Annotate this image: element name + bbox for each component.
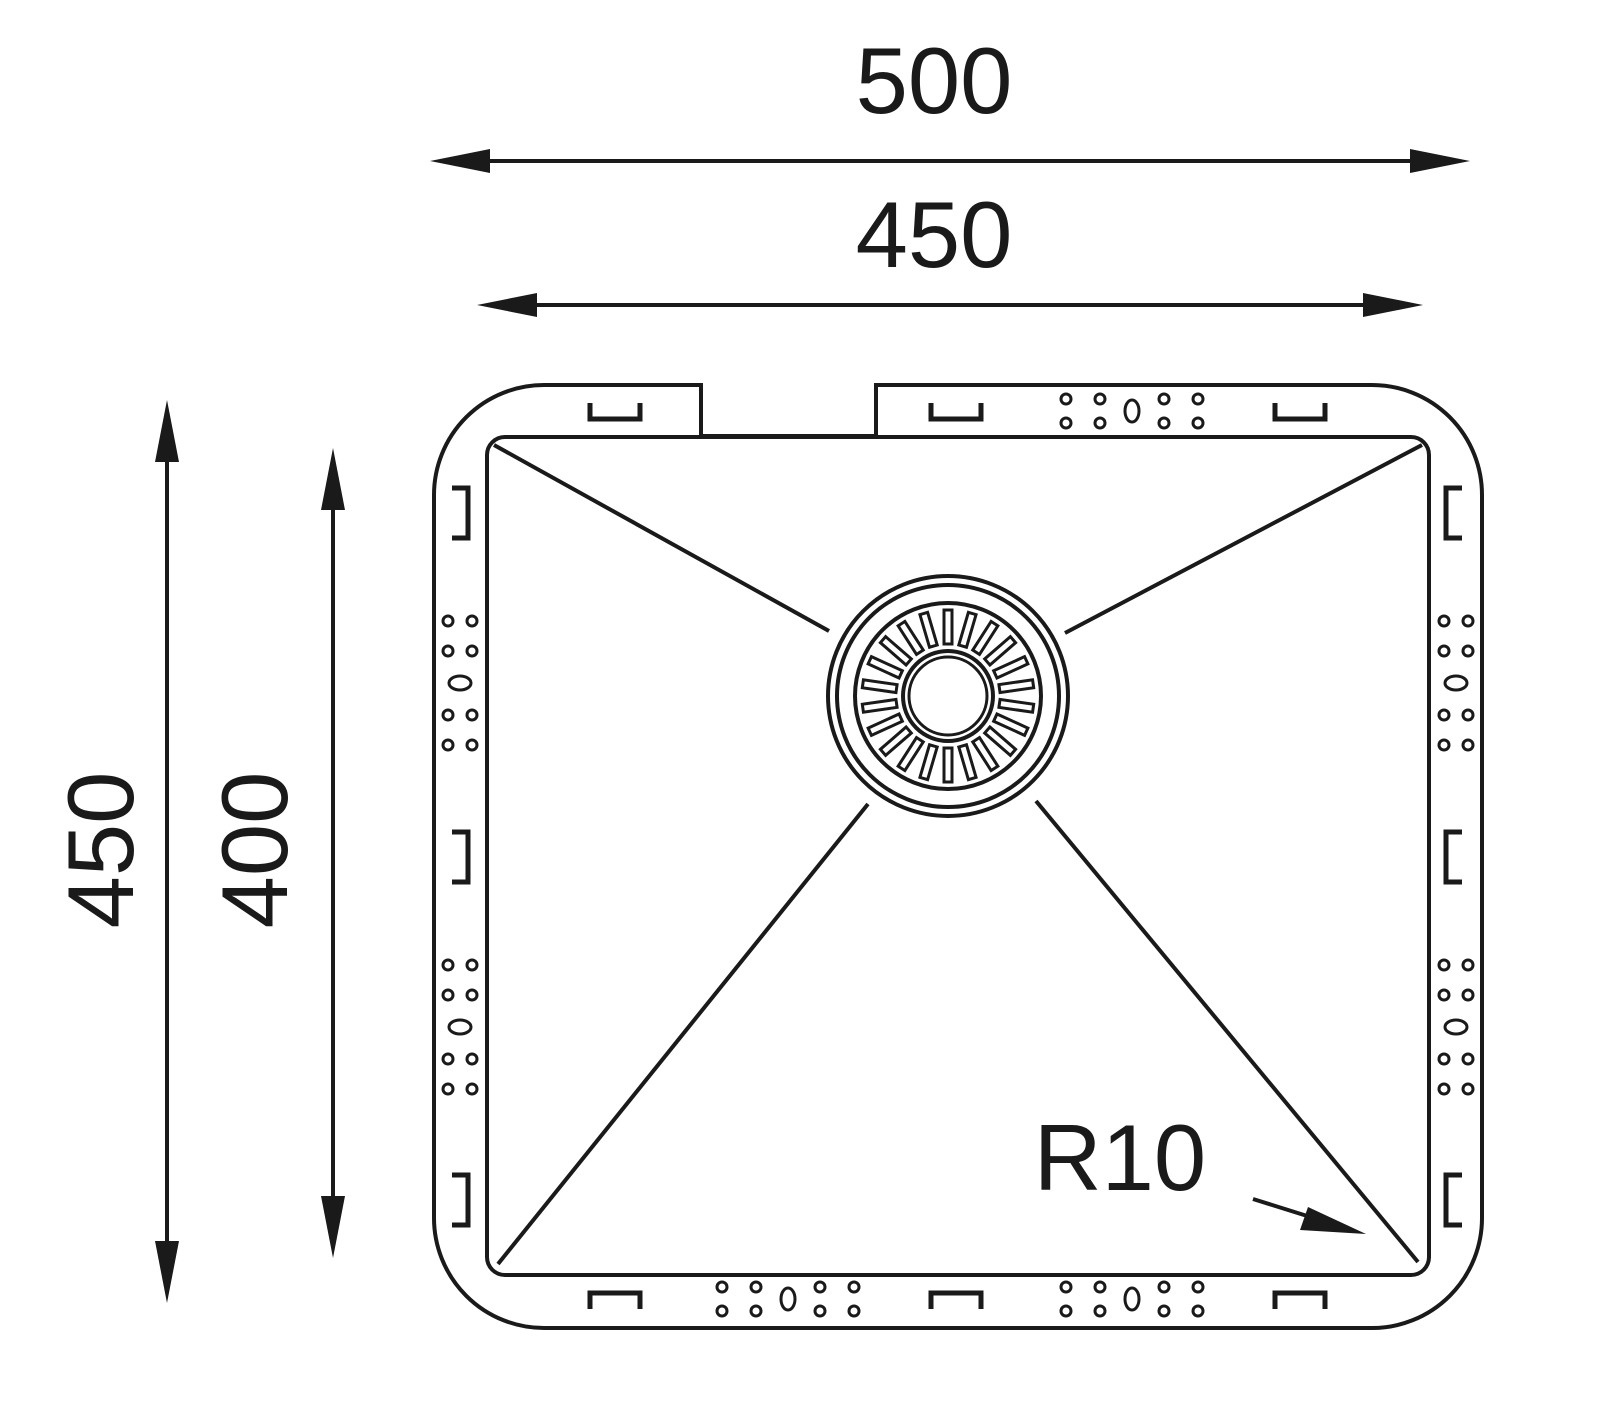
strainer-slot xyxy=(956,610,978,650)
bowl-slope-lines xyxy=(493,443,1423,1266)
strainer-slot xyxy=(991,654,1030,681)
strainer-slot xyxy=(970,735,1000,773)
left-holes-group-upper xyxy=(441,614,479,752)
strainer-slot xyxy=(878,724,914,758)
strainer-slot xyxy=(878,634,914,668)
strainer-slot xyxy=(896,619,926,657)
dimension-label-450-depth: 450 xyxy=(48,772,153,929)
dimension-inner-depth: 400 xyxy=(202,448,345,1258)
corner-radius-label: R10 xyxy=(1034,1105,1206,1210)
strainer-slot xyxy=(918,610,940,650)
strainer-slot xyxy=(942,608,954,646)
left-mounting-slots xyxy=(452,488,468,1225)
right-holes-group-lower xyxy=(1437,958,1475,1096)
strainer-slot xyxy=(991,711,1030,738)
bottom-holes-group-left xyxy=(715,1280,861,1318)
dimension-outer-depth: 450 xyxy=(48,400,179,1303)
dimension-label-500: 500 xyxy=(856,28,1013,133)
strainer-slot xyxy=(918,742,940,782)
sink-flange-outline xyxy=(432,383,1484,1330)
strainer-slot xyxy=(860,678,899,695)
top-holes-group xyxy=(1059,392,1205,430)
strainer-slot xyxy=(997,678,1036,695)
left-holes-group-lower xyxy=(441,958,479,1096)
dimension-label-400: 400 xyxy=(202,772,307,929)
strainer-slot xyxy=(866,711,905,738)
strainer-slot xyxy=(970,619,1000,657)
dimension-label-450-width: 450 xyxy=(856,182,1013,287)
right-holes-group-upper xyxy=(1437,614,1475,752)
strainer-slot xyxy=(982,724,1018,758)
dimension-outer-width: 500 xyxy=(430,28,1470,173)
strainer-slot xyxy=(956,742,978,782)
right-mounting-slots xyxy=(1446,488,1462,1225)
strainer-slot xyxy=(982,634,1018,668)
strainer-slot xyxy=(866,654,905,681)
drain-strainer xyxy=(826,574,1070,818)
strainer-slot xyxy=(896,735,926,773)
corner-radius-callout: R10 xyxy=(1034,1105,1366,1234)
strainer-slot xyxy=(860,697,899,714)
bottom-mounting-slots xyxy=(590,1293,1325,1309)
strainer-slots xyxy=(860,608,1036,784)
strainer-slot xyxy=(942,746,954,784)
sink-bowl-outline xyxy=(485,435,1431,1277)
dimension-inner-width: 450 xyxy=(477,182,1423,317)
strainer-slot xyxy=(997,697,1036,714)
bottom-holes-group-right xyxy=(1059,1280,1205,1318)
